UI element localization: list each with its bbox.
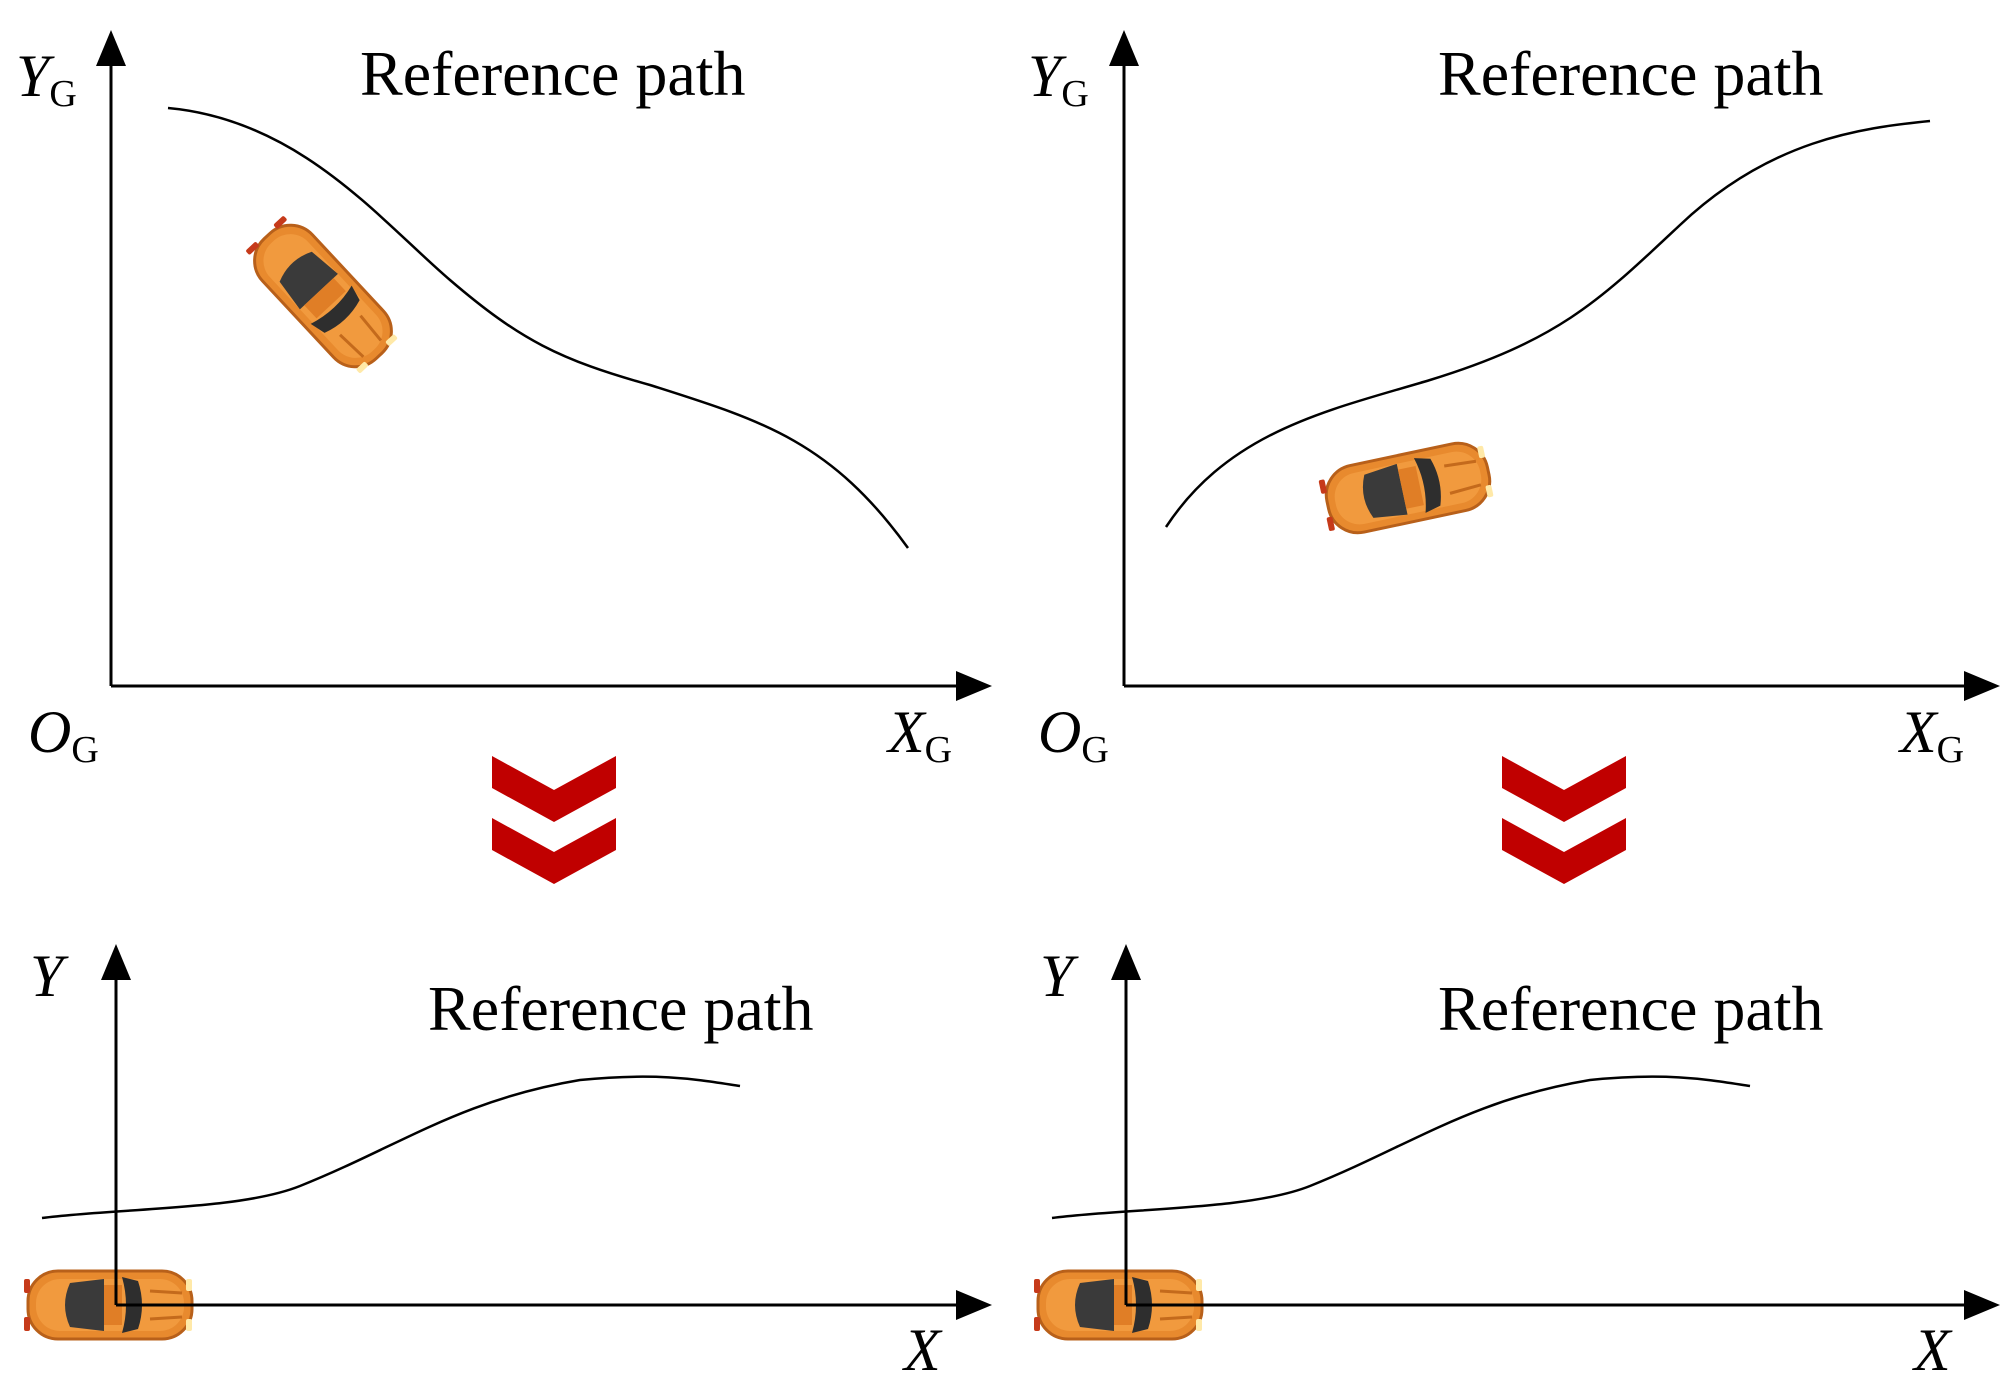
reference-path-curve — [1164, 119, 1931, 528]
y-axis-label: Y — [30, 943, 69, 1009]
origin-label: OG — [1038, 699, 1109, 771]
panel-title: Reference path — [428, 973, 814, 1044]
origin-label-sub: G — [71, 729, 98, 771]
double-chevron-down-icon — [1502, 756, 1626, 884]
origin-label-sub: G — [1081, 729, 1108, 771]
reference-path-curve — [167, 106, 910, 549]
panel-title: Reference path — [1438, 38, 1824, 109]
origin-label-main: O — [28, 699, 71, 765]
x-axis-label-main: X — [886, 699, 927, 765]
y-axis-arrowhead — [96, 30, 126, 66]
y-axis-label-sub: G — [1061, 73, 1088, 115]
x-axis-arrowhead — [1964, 671, 2000, 701]
panel-bottom-left: Reference path Y X — [22, 943, 992, 1383]
y-axis-arrowhead — [1109, 30, 1139, 66]
y-axis-label-main: Y — [16, 43, 55, 109]
x-axis-label: X — [902, 1317, 943, 1383]
panel-title: Reference path — [360, 38, 746, 109]
x-axis-label: XG — [886, 699, 952, 771]
reference-path-curve — [41, 1075, 741, 1220]
x-axis-label: XG — [1898, 699, 1964, 771]
y-axis-arrowhead — [1111, 944, 1141, 980]
car-icon — [1315, 436, 1497, 541]
origin-label-main: O — [1038, 699, 1081, 765]
y-axis-label-sub: G — [49, 73, 76, 115]
reference-path-curve — [1051, 1075, 1751, 1220]
y-axis-label: YG — [16, 43, 77, 115]
y-axis-label: YG — [1028, 43, 1089, 115]
y-axis-arrowhead — [101, 944, 131, 980]
y-axis-label: Y — [1040, 943, 1079, 1009]
x-axis-arrowhead — [956, 671, 992, 701]
panel-title: Reference path — [1438, 973, 1824, 1044]
x-axis-label-sub: G — [925, 729, 952, 771]
car-icon — [237, 208, 406, 381]
origin-label: OG — [28, 699, 99, 771]
x-axis-arrowhead — [1964, 1290, 2000, 1320]
double-chevron-down-icon — [492, 756, 616, 884]
x-axis-label: X — [1912, 1317, 1953, 1383]
x-axis-label-sub: G — [1937, 729, 1964, 771]
panel-top-left: Reference path YG OG XG — [16, 30, 992, 771]
x-axis-arrowhead — [956, 1290, 992, 1320]
panel-top-right: Reference path YG OG XG — [1028, 30, 2000, 771]
panel-bottom-right: Reference path Y X — [1032, 943, 2000, 1383]
x-axis-label-main: X — [1898, 699, 1939, 765]
y-axis-label-main: Y — [1028, 43, 1067, 109]
